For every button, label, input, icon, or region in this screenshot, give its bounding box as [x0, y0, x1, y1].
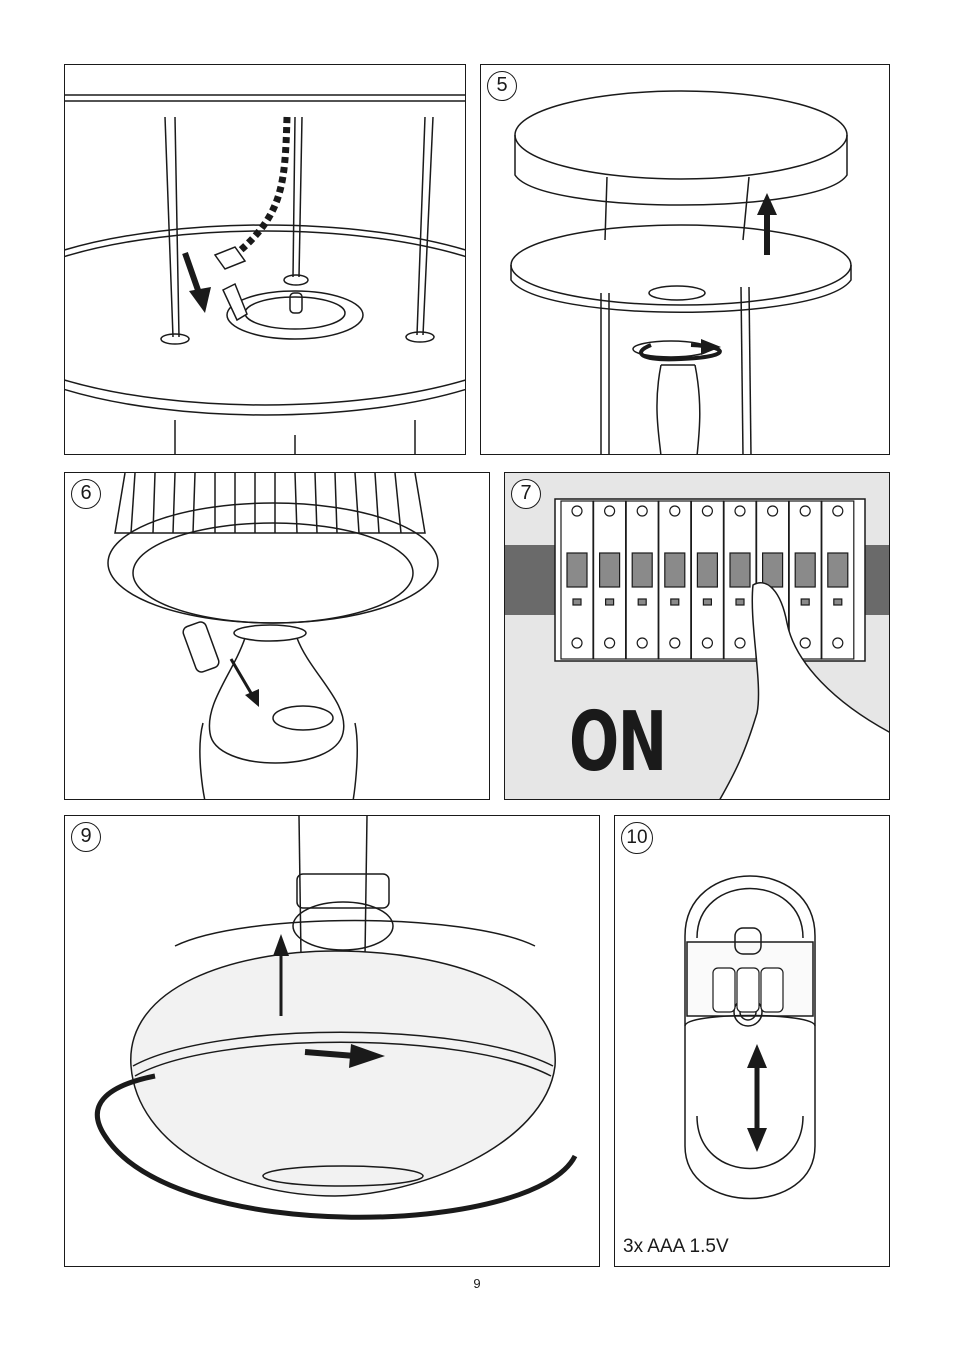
- up-arrow-icon: [757, 193, 777, 255]
- canopy-illustration: [481, 65, 890, 455]
- step-panel-wiring: [64, 64, 466, 455]
- breaker-toggle[interactable]: [567, 553, 587, 587]
- insert-arrow-icon: [231, 659, 259, 707]
- step-panel-7: 7 ON: [504, 472, 890, 800]
- breaker-toggle[interactable]: [632, 553, 652, 587]
- down-arrow-icon: [185, 253, 211, 313]
- step-panel-5: 5: [480, 64, 890, 455]
- step-panel-9: 9: [64, 815, 600, 1267]
- battery-spec-label: 3x AAA 1.5V: [623, 1236, 729, 1258]
- battery-icons: [713, 968, 783, 1012]
- remote-illustration: [615, 816, 890, 1267]
- step-number-5: 5: [487, 71, 517, 101]
- step-number-9: 9: [71, 822, 101, 852]
- breaker-toggle[interactable]: [763, 553, 783, 587]
- shade-illustration: [65, 816, 600, 1267]
- step-panel-10: 10 3x AAA 1.5V: [614, 815, 890, 1267]
- breaker-illustration: [505, 473, 890, 800]
- breaker-toggle[interactable]: [795, 553, 815, 587]
- bulb-illustration: [65, 473, 490, 800]
- breaker-toggle[interactable]: [600, 553, 620, 587]
- step-panel-6: 6: [64, 472, 490, 800]
- page-number: 9: [0, 1276, 954, 1291]
- breaker-toggle[interactable]: [665, 553, 685, 587]
- breaker-toggle[interactable]: [828, 553, 848, 587]
- step-number-10: 10: [621, 822, 653, 854]
- breaker-toggle[interactable]: [697, 553, 717, 587]
- step-number-7: 7: [511, 479, 541, 509]
- step-number-6: 6: [71, 479, 101, 509]
- wiring-illustration: [65, 65, 466, 455]
- on-label: ON: [569, 695, 666, 790]
- slide-arrow-icon: [747, 1044, 767, 1152]
- breaker-toggle[interactable]: [730, 553, 750, 587]
